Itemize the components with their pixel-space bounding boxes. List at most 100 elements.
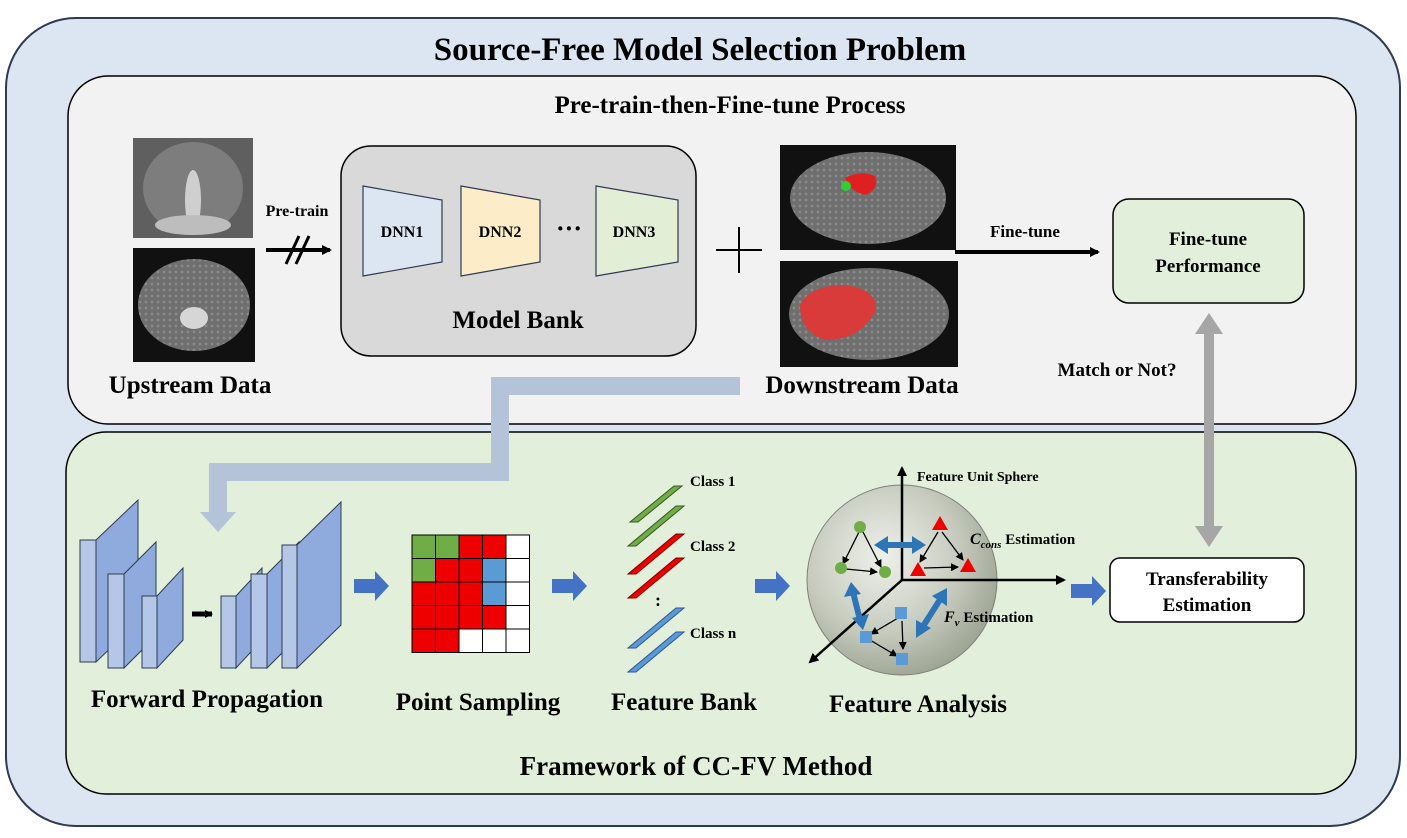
inter-arrow-gb-line xyxy=(850,591,863,621)
ct-pelvis xyxy=(155,215,231,235)
sphere-label: Feature Unit Sphere xyxy=(917,470,1039,485)
feature-analysis-label: Feature Analysis xyxy=(829,691,1007,718)
transfer-line1: Transferability xyxy=(1146,569,1269,590)
dnn1-shape xyxy=(362,185,443,277)
point-sampling-grid xyxy=(411,534,530,653)
fv-suffix: Estimation xyxy=(960,610,1034,626)
blue-link-2 xyxy=(898,620,907,650)
green-link-3 xyxy=(845,567,878,576)
grid-cell xyxy=(482,628,507,653)
red-point-2 xyxy=(910,562,926,576)
grid-cell xyxy=(505,558,530,583)
dnn1-label: DNN1 xyxy=(381,224,424,241)
grid-cell xyxy=(458,605,483,630)
layer-2-front xyxy=(107,573,125,669)
layer-6-front xyxy=(281,544,298,669)
grid-cell xyxy=(435,558,460,583)
step-arrow-3 xyxy=(755,571,790,601)
inter-arrow-gb-up xyxy=(844,582,861,597)
bottom-panel-title: Framework of CC-FV Method xyxy=(520,751,873,781)
downstream-images xyxy=(780,145,958,367)
blue-link-3 xyxy=(869,639,898,657)
blue-point-1 xyxy=(895,607,907,619)
fv-var: F xyxy=(943,609,955,626)
dnn3-label: DNN3 xyxy=(613,224,656,241)
bottom-panel xyxy=(65,431,1357,795)
ccons-label: Ccons Estimation xyxy=(970,531,1076,551)
classn-bar-b xyxy=(626,631,686,673)
fv-label: Fv Estimation xyxy=(943,609,1034,629)
ccons-var: C xyxy=(970,531,981,548)
green-point-3 xyxy=(879,566,891,578)
grid-cell xyxy=(458,628,483,653)
finetune-perf-line1: Fine-tune xyxy=(1169,229,1247,250)
grid-cell xyxy=(411,628,436,653)
green-link-2 xyxy=(861,529,882,568)
upstream-label: Upstream Data xyxy=(109,372,272,399)
grid-cell xyxy=(411,605,436,630)
grid-cell xyxy=(482,581,507,606)
connector-arrowhead xyxy=(200,512,236,532)
red-cluster xyxy=(910,516,976,576)
green-link-1 xyxy=(842,529,861,565)
match-label: Match or Not? xyxy=(1058,360,1177,381)
outer-title: Source-Free Model Selection Problem xyxy=(434,32,966,68)
ct1-green-seg xyxy=(841,181,851,191)
grid-cell xyxy=(505,628,530,653)
ct1-red-seg xyxy=(845,173,877,195)
point-sampling-label: Point Sampling xyxy=(396,689,561,716)
class-n-label: Class n xyxy=(690,626,737,642)
pretrain-slash-2 xyxy=(294,235,311,265)
layer-1-front xyxy=(79,539,97,663)
red-point-3 xyxy=(960,558,976,572)
grid-cell xyxy=(411,558,436,583)
transferability-box xyxy=(1109,557,1305,623)
grid-cell xyxy=(411,534,436,559)
step-arrow-4 xyxy=(1071,576,1106,606)
grid-cell xyxy=(435,581,460,606)
blue-link-1 xyxy=(870,617,899,635)
red-link-1 xyxy=(919,531,939,563)
inter-arrow-gb-down xyxy=(852,614,869,630)
ct1-body xyxy=(790,152,946,244)
ct-axial-spine xyxy=(180,307,208,329)
class2-bar-b xyxy=(626,557,686,599)
inter-arrow-rb-line xyxy=(919,596,944,630)
feature-bars xyxy=(626,485,686,673)
feature-bank-label: Feature Bank xyxy=(611,689,757,716)
upstream-images xyxy=(133,138,255,362)
step-arrow-2 xyxy=(552,571,587,601)
green-point-2 xyxy=(835,562,847,574)
class2-bar-a xyxy=(626,533,686,575)
green-point-1 xyxy=(854,521,866,533)
forward-propagation-label: Forward Propagation xyxy=(91,686,323,713)
transfer-line2: Estimation xyxy=(1163,595,1252,616)
class-1-label: Class 1 xyxy=(690,474,735,490)
inter-arrow-gr-right xyxy=(912,536,926,554)
inter-arrow-gr-left xyxy=(874,536,888,554)
green-cluster xyxy=(835,521,891,578)
grid-cell xyxy=(482,534,507,559)
grid-cell xyxy=(458,558,483,583)
grid-cell xyxy=(411,581,436,606)
dnn3-shape xyxy=(595,185,679,277)
class-2-label: Class 2 xyxy=(690,539,735,555)
grid-cell xyxy=(458,534,483,559)
finetune-performance-box xyxy=(1112,198,1305,304)
fv-sub: v xyxy=(955,617,960,629)
grid-cell xyxy=(435,605,460,630)
match-arrowhead-up xyxy=(1195,313,1223,334)
ccons-sub: cons xyxy=(981,539,1002,551)
blue-cluster xyxy=(860,607,908,665)
finetune-perf-line2: Performance xyxy=(1155,256,1261,277)
class1-bar-a xyxy=(628,485,684,523)
ct-axial-body xyxy=(138,259,250,351)
grid-cell xyxy=(482,605,507,630)
classn-bar-a xyxy=(626,607,686,649)
layer-4-front xyxy=(220,595,237,669)
dnn2-label: DNN2 xyxy=(479,224,522,241)
grid-cell xyxy=(505,581,530,606)
downstream-label: Downstream Data xyxy=(765,372,959,399)
step-arrow-1 xyxy=(354,571,389,601)
